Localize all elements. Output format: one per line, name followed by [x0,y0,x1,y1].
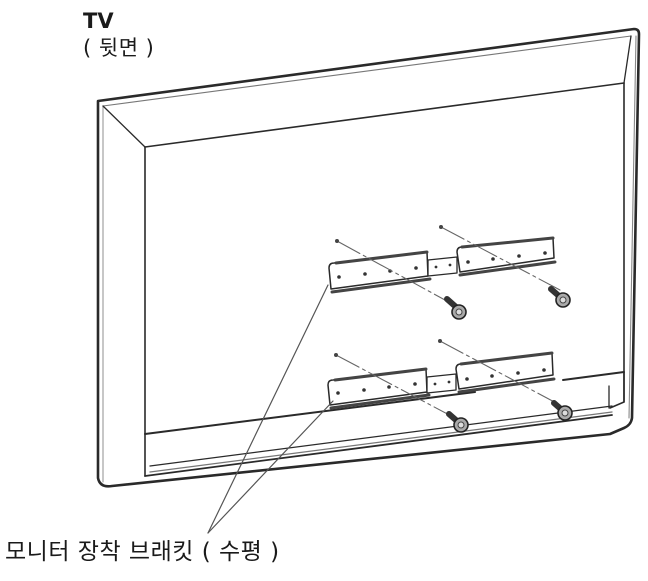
tv-title: TV [83,9,114,33]
bracket-caption: 모니터 장착 브래킷 ( 수평 ) [5,539,280,565]
lower-screw-right [551,400,573,421]
lower-bracket-assembly [327,339,561,419]
tv-rear-panel [144,82,625,477]
tv-outer-frame [96,27,641,488]
upper-screw-right [548,286,571,308]
bracket-leader-lines [207,284,334,534]
upper-bracket-assembly [328,225,561,307]
rear-side-label: ( 뒷면 ) [83,36,155,60]
lower-screw-left [446,411,469,433]
upper-screw-left [444,296,467,320]
